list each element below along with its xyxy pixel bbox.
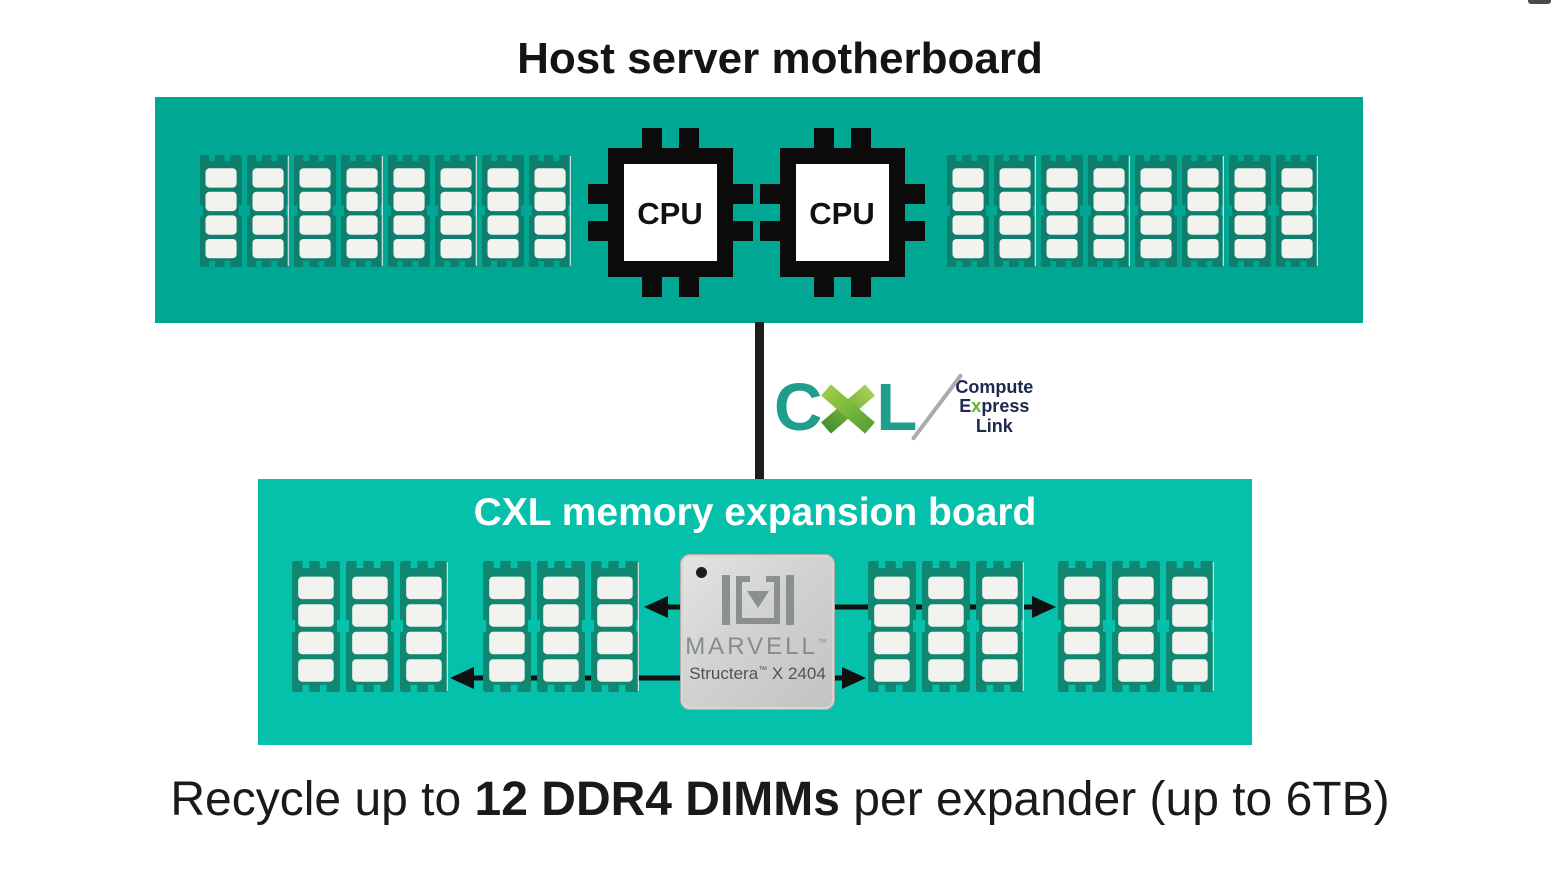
caption-prefix: Recycle up to <box>170 773 475 826</box>
host-dimm-row-left <box>200 154 571 268</box>
cpu-chip: CPU <box>760 128 925 297</box>
host-dimm-row-right <box>947 154 1318 268</box>
cxl-word-compute: Compute <box>955 376 1034 397</box>
host-board-title: Host server motherboard <box>517 34 1043 83</box>
dimm-module <box>247 154 289 268</box>
caption-suffix: per expander (up to 6TB) <box>839 773 1390 826</box>
chip-pin1-dot <box>696 567 707 578</box>
expansion-dimm-group-far-right <box>1058 560 1214 693</box>
dimm-module <box>947 154 989 268</box>
dimm-module <box>482 154 524 268</box>
dimm-module <box>1229 154 1271 268</box>
cxl-memory-expansion-board: CXL memory expansion board <box>258 479 1252 745</box>
dimm-module <box>976 560 1024 693</box>
dimm-module <box>1182 154 1224 268</box>
dimm-module <box>388 154 430 268</box>
cpu-label: CPU <box>809 196 874 231</box>
expansion-board-title: CXL memory expansion board <box>473 491 1037 534</box>
marvell-logo-icon <box>721 575 794 625</box>
bottom-caption: Recycle up to 12 DDR4 DIMMs per expander… <box>0 772 1560 827</box>
cxl-letter-c: C <box>774 369 822 445</box>
cxl-green-x: x <box>971 396 982 417</box>
cpu-label: CPU <box>637 196 702 231</box>
dimm-module <box>200 154 242 268</box>
marvell-structera-chip: MARVELL™ Structera™ X 2404 <box>680 554 835 710</box>
cxl-word-link: Link <box>975 415 1013 436</box>
marvell-brand-text: MARVELL™ <box>685 633 830 660</box>
dimm-module <box>1276 154 1318 268</box>
dimm-module <box>868 560 916 693</box>
dimm-module <box>994 154 1036 268</box>
dimm-module <box>346 560 394 693</box>
cxl-letter-l: L <box>876 369 917 445</box>
cxl-link-line <box>755 322 764 482</box>
cropped-corner-mark <box>1528 0 1551 4</box>
expansion-dimm-group-near-left <box>483 560 639 693</box>
caption-bold: 12 DDR4 DIMMs <box>474 773 840 826</box>
dimm-module <box>294 154 336 268</box>
cpu-chip: CPU <box>588 128 753 297</box>
dimm-module <box>537 560 585 693</box>
cxl-word-express: Express <box>959 396 1030 417</box>
dimm-module <box>591 560 639 693</box>
expansion-dimm-group-near-right <box>868 560 1024 693</box>
cxl-logo: C L Compute Express Link <box>774 366 1033 448</box>
cxl-wordmark: Compute Express Link <box>955 376 1034 436</box>
dimm-module <box>1112 560 1160 693</box>
dimm-module <box>529 154 571 268</box>
dimm-module <box>1166 560 1214 693</box>
dimm-module <box>1058 560 1106 693</box>
dimm-module <box>435 154 477 268</box>
dimm-module <box>1041 154 1083 268</box>
host-server-motherboard: CPU CPU <box>155 97 1363 323</box>
dimm-module <box>292 560 340 693</box>
dimm-module <box>1088 154 1130 268</box>
dimm-module <box>341 154 383 268</box>
dimm-module <box>1135 154 1177 268</box>
expansion-dimm-group-far-left <box>292 560 448 693</box>
dimm-module <box>922 560 970 693</box>
cxl-letter-x-glyph <box>821 384 876 434</box>
dimm-module <box>400 560 448 693</box>
dimm-module <box>483 560 531 693</box>
chip-model-text: Structera™ X 2404 <box>689 664 826 683</box>
